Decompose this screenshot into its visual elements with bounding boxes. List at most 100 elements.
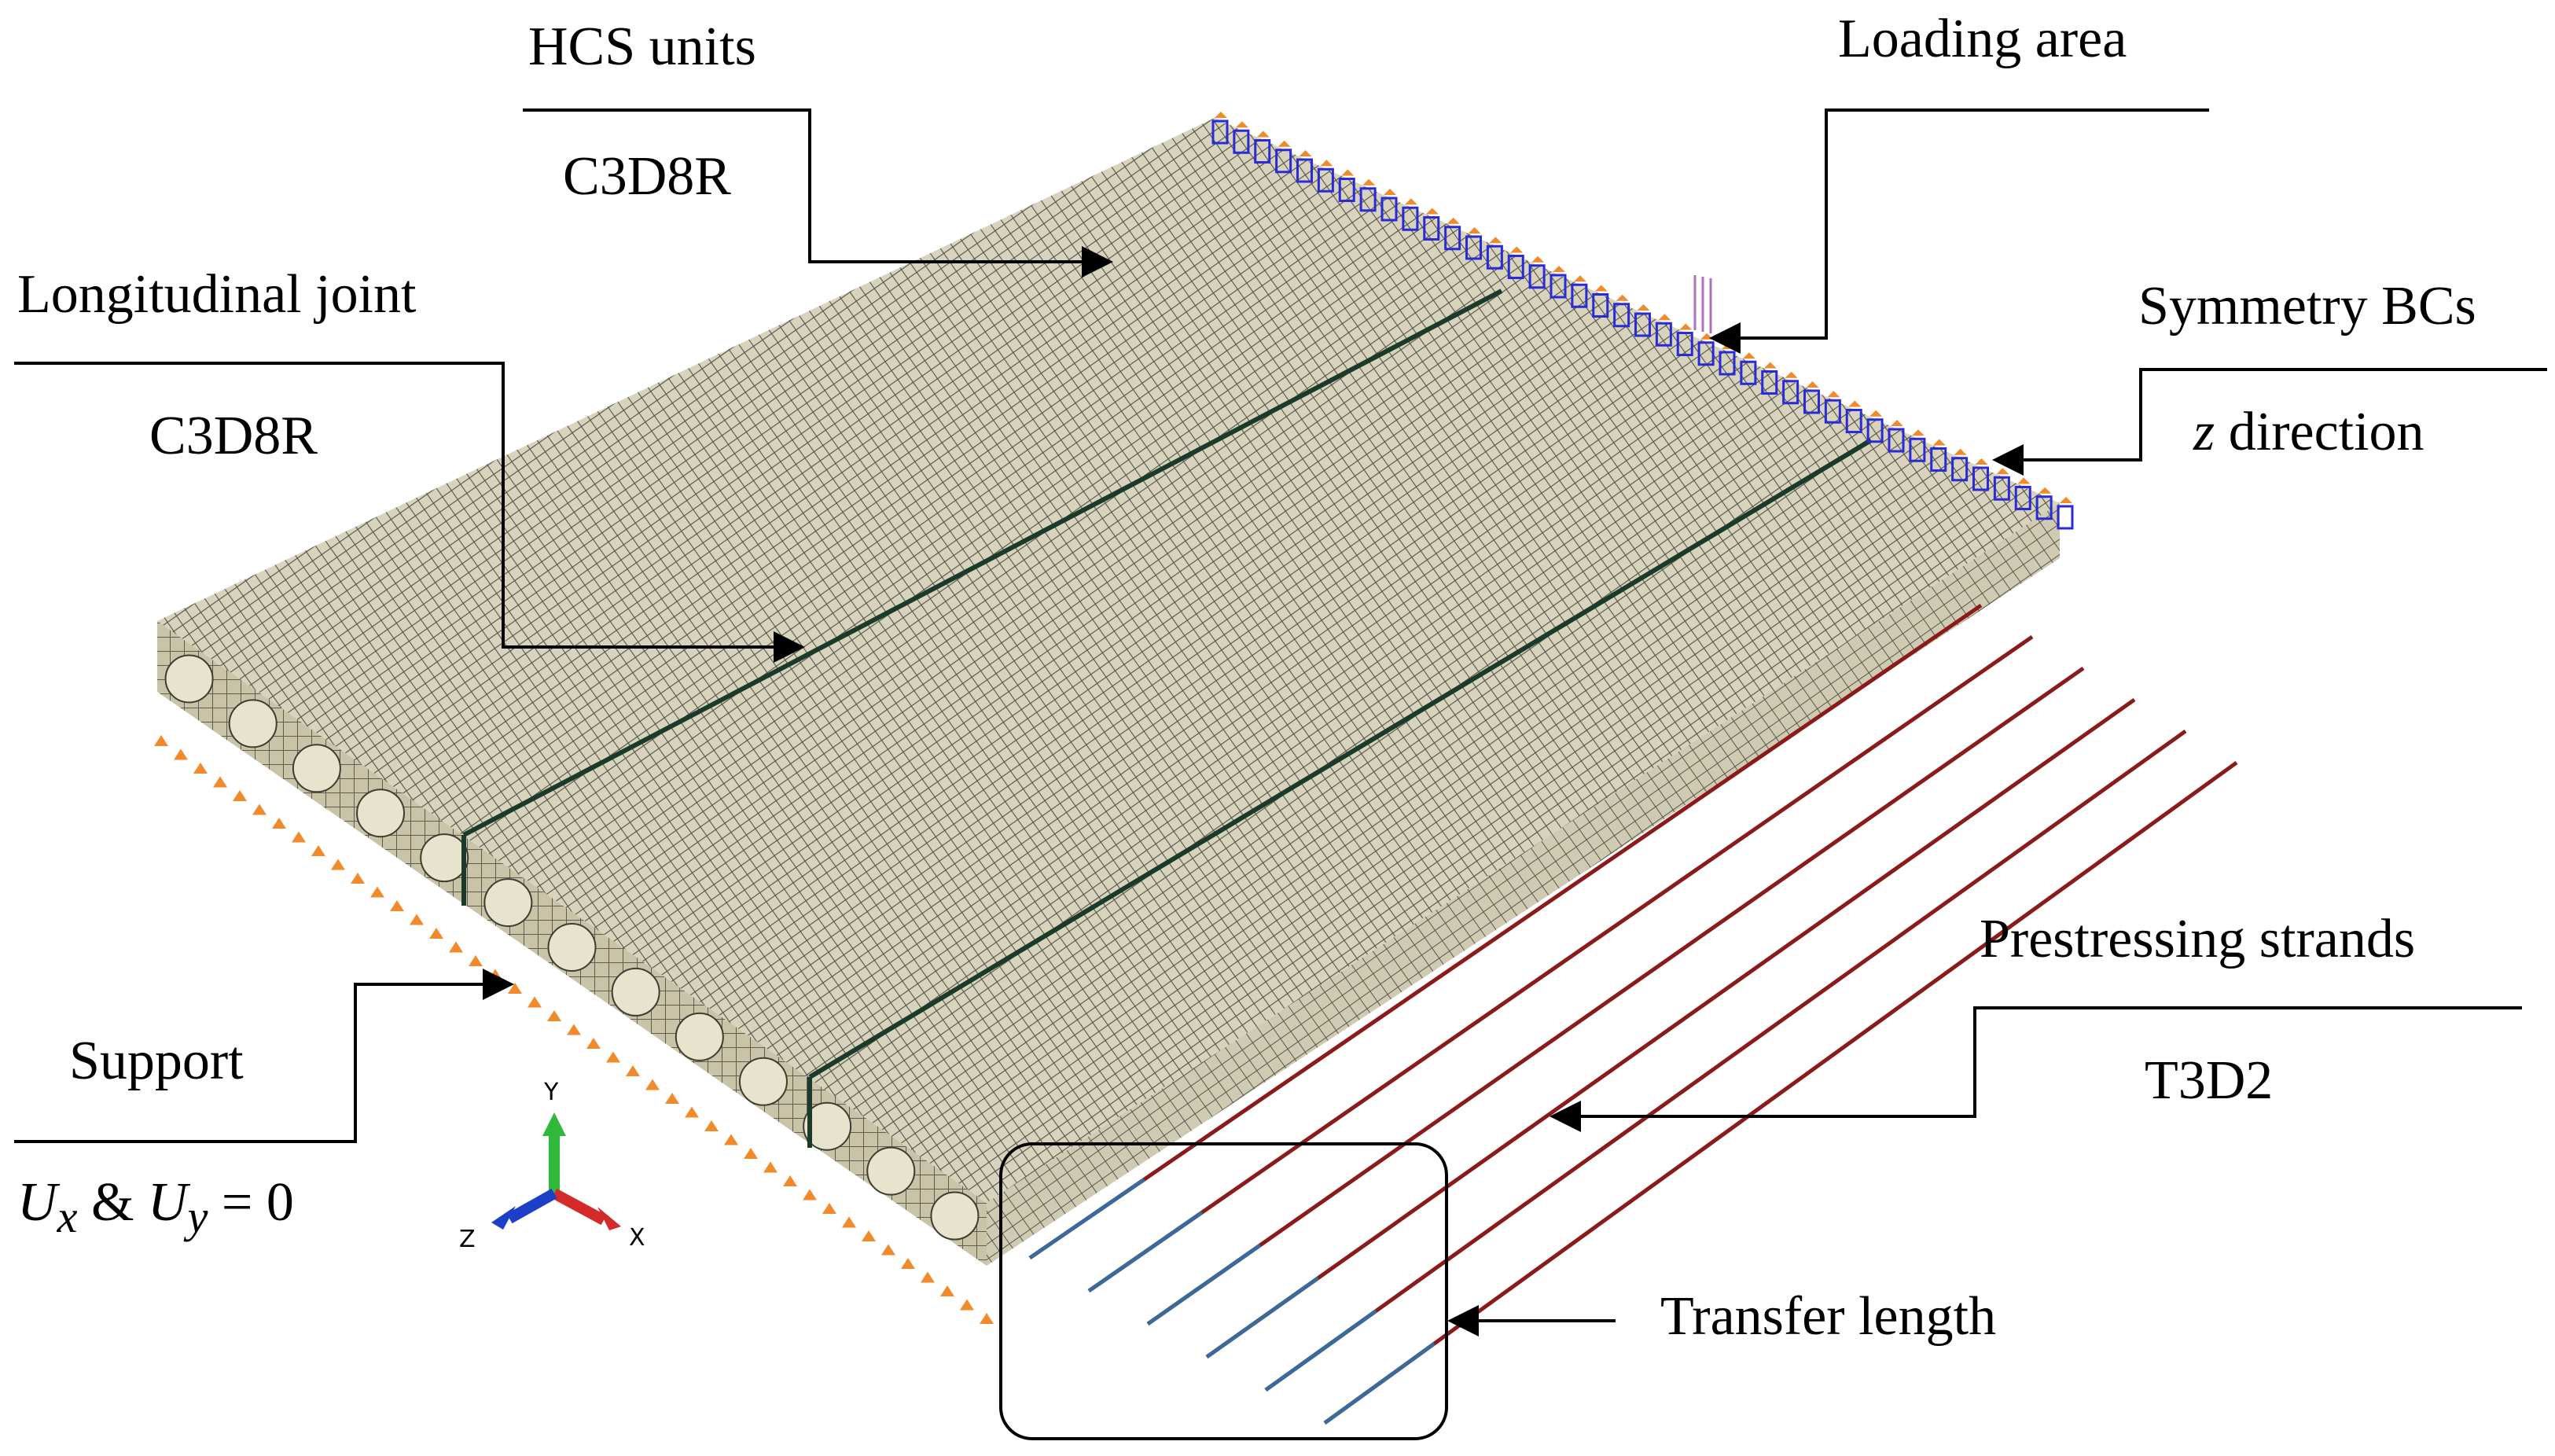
strand-transfer-zone [1087,1211,1204,1293]
symmetry-marker-glyph [1740,360,1757,385]
support-marker [862,1230,876,1241]
hollow-core [483,878,533,928]
leader-longitudinal-joint [14,362,805,663]
strand-element-label: T3D2 [2145,1050,2274,1111]
symmetry-marker-glyph [1803,389,1820,414]
symmetry-marker-cone [1679,323,1693,330]
strand-transfer-zone [1264,1309,1377,1392]
support-marker [822,1203,836,1214]
support-marker [921,1271,935,1283]
hollow-core [547,923,597,972]
symmetry-marker-glyph [1380,197,1398,222]
symmetry-marker-cone [1235,121,1248,128]
symmetry-marker-glyph [1275,149,1292,174]
support-marker [370,886,384,898]
support-marker [252,803,267,815]
transfer-length-box [999,1142,1448,1440]
support-marker [154,735,168,746]
support-marker [213,776,227,788]
axis-x-label: X [629,1224,645,1252]
support-marker [528,996,542,1008]
symmetry-marker-cone [1489,237,1502,244]
symmetry-marker-glyph [1761,370,1778,395]
symmetry-marker-glyph [1254,139,1271,164]
ux-var: U [17,1172,57,1233]
symmetry-marker-glyph [1359,187,1377,212]
symmetry-marker-glyph [1676,332,1693,356]
support-marker [547,1010,561,1021]
support-marker [449,941,463,953]
longitudinal-joint-2 [808,438,1873,1079]
hollow-core [356,789,406,838]
symmetry-marker-cone [1932,439,1946,446]
symmetry-marker-cone [1341,169,1355,176]
symmetry-marker-glyph [1634,312,1651,337]
symmetry-marker-cone [1573,275,1586,282]
symmetry-marker-glyph [1866,418,1884,443]
axis-z [506,1188,557,1224]
symmetry-marker-glyph [2057,505,2074,530]
support-marker [901,1258,915,1269]
loading-area-label: Loading area [1838,9,2127,69]
leader-support [14,969,514,1143]
axis-z-label: Z [459,1226,476,1253]
strand-transfer-zone [1205,1276,1320,1359]
symmetry-marker-glyph [1993,476,2010,501]
support-marker [645,1079,660,1090]
symmetry-marker-cone [1594,285,1608,292]
symmetry-marker-glyph [1909,437,1926,462]
support-marker [429,928,443,939]
symmetry-marker-cone [1362,178,1376,186]
support-marker [704,1120,719,1131]
symmetry-marker-glyph [1571,283,1588,308]
symmetry-marker-glyph [1486,245,1503,270]
leader-hcs-units [523,108,1113,278]
symmetry-marker-glyph [1317,167,1334,193]
symmetry-marker-glyph [1465,235,1482,260]
strand-transfer-zone [1323,1342,1436,1425]
symmetry-marker-glyph [2014,486,2031,510]
symmetry-marker-glyph [1888,428,1905,453]
hcs-side-face [987,503,2060,1266]
axis-x [551,1188,607,1226]
hollow-core [292,744,341,793]
symmetry-bcs-label: Symmetry BCs [2138,276,2476,336]
symmetry-marker-cone [1256,131,1270,138]
support-marker [980,1313,994,1324]
support-marker [390,900,404,911]
longitudinal-joint-label: Longitudinal joint [17,264,417,325]
support-marker [783,1175,797,1186]
uy-sub: y [187,1191,208,1242]
symmetry-marker-cone [1722,343,1734,349]
symmetry-marker-glyph [1951,457,1969,482]
prestressing-strands [1028,603,2238,1425]
symmetry-marker-glyph [1444,226,1461,251]
hollow-core [420,833,469,883]
symmetry-marker-cone [1911,429,1925,436]
hollow-core [675,1012,724,1061]
symmetry-marker-cone [1827,391,1840,398]
support-marker [586,1038,601,1049]
symmetry-marker-cone [1215,112,1227,118]
symmetry-marker-glyph [1613,303,1630,328]
symmetry-marker-glyph [2035,495,2053,520]
support-marker [842,1216,856,1228]
hollow-core [866,1146,916,1196]
symmetry-marker-glyph [1423,216,1440,241]
support-label: Support [69,1031,244,1091]
hcs-units-label: HCS units [528,17,756,77]
symmetry-marker-cone [1510,246,1524,253]
support-marker [763,1161,778,1173]
support-condition-label: Ux & Uy = 0 [17,1175,294,1240]
strand [1205,697,2136,1359]
symmetry-direction-label: z direction [2193,405,2424,460]
hollow-core [930,1191,980,1241]
support-marker [665,1093,679,1104]
leader-symmetry [1992,368,2547,476]
symmetry-marker-glyph [1402,206,1419,231]
symmetry-marker-cone [1996,468,2009,475]
hollow-core [164,654,214,704]
symmetry-var: z [2193,402,2215,462]
